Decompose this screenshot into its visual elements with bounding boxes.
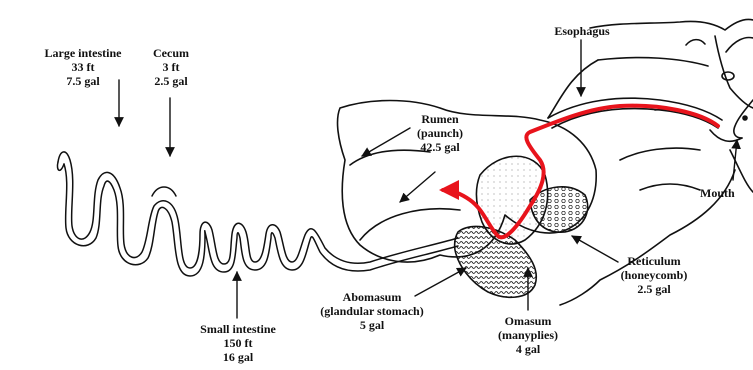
omasum-volume: 4 gal xyxy=(478,342,578,356)
label-large-intestine: Large intestine 33 ft 7.5 gal xyxy=(30,46,136,88)
large-intestine-name: Large intestine xyxy=(30,46,136,60)
label-cecum: Cecum 3 ft 2.5 gal xyxy=(136,46,206,88)
omasum-alt: (manyplies) xyxy=(478,328,578,342)
cecum-name: Cecum xyxy=(136,46,206,60)
mouth-name: Mouth xyxy=(700,186,753,200)
small-intestine-length: 150 ft xyxy=(178,336,298,350)
label-abomasum: Abomasum (glandular stomach) 5 gal xyxy=(310,290,434,332)
cecum-length: 3 ft xyxy=(136,60,206,74)
abomasum-volume: 5 gal xyxy=(310,318,434,332)
omasum-name: Omasum xyxy=(478,314,578,328)
label-small-intestine: Small intestine 150 ft 16 gal xyxy=(178,322,298,364)
label-mouth: Mouth xyxy=(700,186,753,200)
reticulum-volume: 2.5 gal xyxy=(604,282,704,296)
pointer-rumen-lower xyxy=(400,172,435,202)
abomasum-name: Abomasum xyxy=(310,290,434,304)
esophagus-name: Esophagus xyxy=(540,24,624,38)
label-esophagus: Esophagus xyxy=(540,24,624,38)
label-omasum: Omasum (manyplies) 4 gal xyxy=(478,314,578,356)
small-intestine-name: Small intestine xyxy=(178,322,298,336)
cecum-volume: 2.5 gal xyxy=(136,74,206,88)
abomasum-alt: (glandular stomach) xyxy=(310,304,434,318)
reticulum-alt: (honeycomb) xyxy=(604,268,704,282)
large-intestine-length: 33 ft xyxy=(30,60,136,74)
large-intestine-volume: 7.5 gal xyxy=(30,74,136,88)
label-reticulum: Reticulum (honeycomb) 2.5 gal xyxy=(604,254,704,296)
small-intestine-volume: 16 gal xyxy=(178,350,298,364)
reticulum-name: Reticulum xyxy=(604,254,704,268)
intestine-coils xyxy=(57,152,458,276)
rumen-alt: (paunch) xyxy=(400,126,480,140)
label-rumen: Rumen (paunch) 42.5 gal xyxy=(400,112,480,154)
rumen-volume: 42.5 gal xyxy=(400,140,480,154)
pointer-mouth xyxy=(733,140,737,180)
rumen-name: Rumen xyxy=(400,112,480,126)
